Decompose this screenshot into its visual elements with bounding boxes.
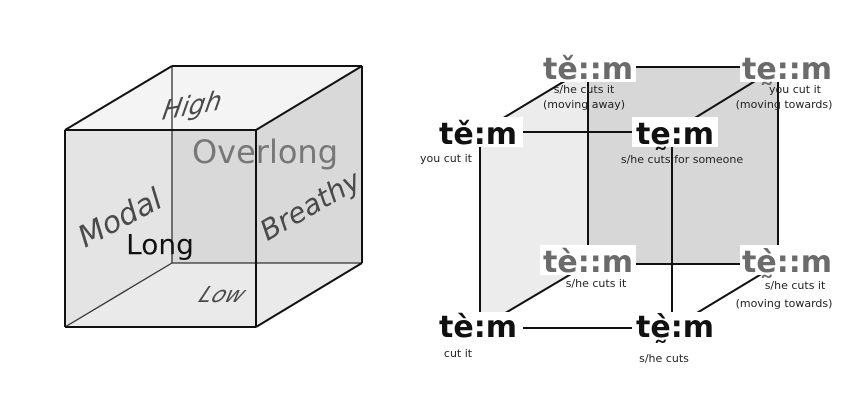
face-label-overlong: Overlong — [192, 133, 338, 171]
vertex-back-bottom-left: tè::m s/he cuts it — [543, 245, 633, 290]
gloss-line: you cut it — [769, 83, 822, 96]
form-te-low-breathy-overlong: tḛ̀::m — [742, 245, 832, 280]
form-te-low-breathy-long: tḛ̀:m — [636, 310, 714, 345]
gloss-line: (moving towards) — [736, 98, 833, 111]
cube-visible-edges — [64, 65, 363, 328]
vertex-front-top-left: tě:m you cut it — [420, 117, 517, 165]
gloss-line: cut it — [444, 347, 473, 360]
gloss-line: you cut it — [420, 152, 473, 165]
vertex-label-backgrounds — [435, 52, 836, 342]
gloss-line: s/he cuts — [639, 352, 689, 365]
vertex-front-bottom-right: tḛ̀:m s/he cuts — [636, 310, 714, 365]
gloss-line: (moving towards) — [736, 297, 833, 310]
cube-top-face — [65, 66, 362, 130]
gloss-line: s/he cuts for someone — [621, 153, 744, 166]
gloss-line: s/he cuts it — [566, 277, 627, 290]
form-te-falling-long: tě:m — [439, 117, 517, 152]
form-te-low-overlong: tè::m — [543, 245, 633, 280]
vertex-front-bottom-left: tè:m cut it — [439, 310, 517, 360]
vertex-back-top-left: tě::m s/he cuts it (moving away) — [543, 52, 633, 111]
gloss-line: s/he cuts it — [765, 279, 826, 292]
vertex-front-top-right: tḛ:m s/he cuts for someone — [621, 117, 744, 166]
form-te-falling-overlong: tě::m — [543, 52, 633, 87]
face-label-long: Long — [126, 228, 194, 261]
form-te-low-long: tè:m — [439, 310, 517, 345]
form-te-breathy-long: tḛ:m — [636, 117, 714, 152]
cube-back-face-shaded — [588, 67, 778, 264]
phonation-cube: High Overlong Modal Breathy Long Low — [64, 65, 367, 328]
form-te-breathy-overlong: tḛ::m — [742, 52, 832, 87]
gloss-line: s/he cuts it — [554, 83, 615, 96]
verb-form-cube: tě::m s/he cuts it (moving away) tḛ::m y… — [420, 52, 836, 365]
cube-left-face — [65, 66, 172, 327]
vertex-back-bottom-right: tḛ̀::m s/he cuts it (moving towards) — [736, 245, 833, 310]
vertex-back-top-right: tḛ::m you cut it (moving towards) — [736, 52, 833, 111]
gloss-line: (moving away) — [543, 98, 625, 111]
cube-hidden-edges — [64, 66, 362, 328]
cube-bottom-face — [65, 263, 362, 327]
